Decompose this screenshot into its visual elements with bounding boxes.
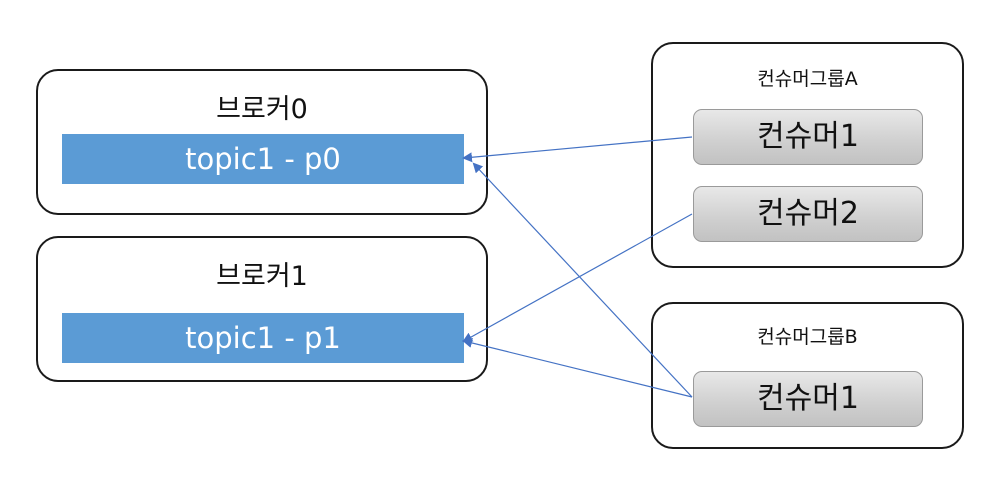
partition-topic1-p1: topic1 - p1 xyxy=(62,313,464,363)
broker-0-title: 브로커0 xyxy=(216,94,308,125)
consumer-group-a-consumer-2: 컨슈머2 xyxy=(693,186,923,242)
arrow-b-consumer1-to-p1 xyxy=(462,338,693,398)
consumer-group-b-box: 컨슈머그룹B 컨슈머1 xyxy=(651,302,964,449)
partition-topic1-p0: topic1 - p0 xyxy=(62,134,464,184)
arrow-b-consumer1-to-p0 xyxy=(472,162,693,398)
consumer-group-a-consumer-1: 컨슈머1 xyxy=(693,109,923,165)
consumer-group-a-box: 컨슈머그룹A 컨슈머1 컨슈머2 xyxy=(651,42,964,268)
arrow-a-consumer2-to-p1 xyxy=(462,213,693,342)
arrow-a-consumer1-to-p0 xyxy=(462,136,693,163)
consumer-group-a-title: 컨슈머그룹A xyxy=(757,68,858,90)
consumer-group-b-consumer-1: 컨슈머1 xyxy=(693,371,923,427)
consumer-group-b-title: 컨슈머그룹B xyxy=(757,326,858,348)
broker-0-box: 브로커0 topic1 - p0 xyxy=(36,69,488,215)
broker-1-title: 브로커1 xyxy=(216,261,308,292)
broker-1-box: 브로커1 topic1 - p1 xyxy=(36,236,488,382)
